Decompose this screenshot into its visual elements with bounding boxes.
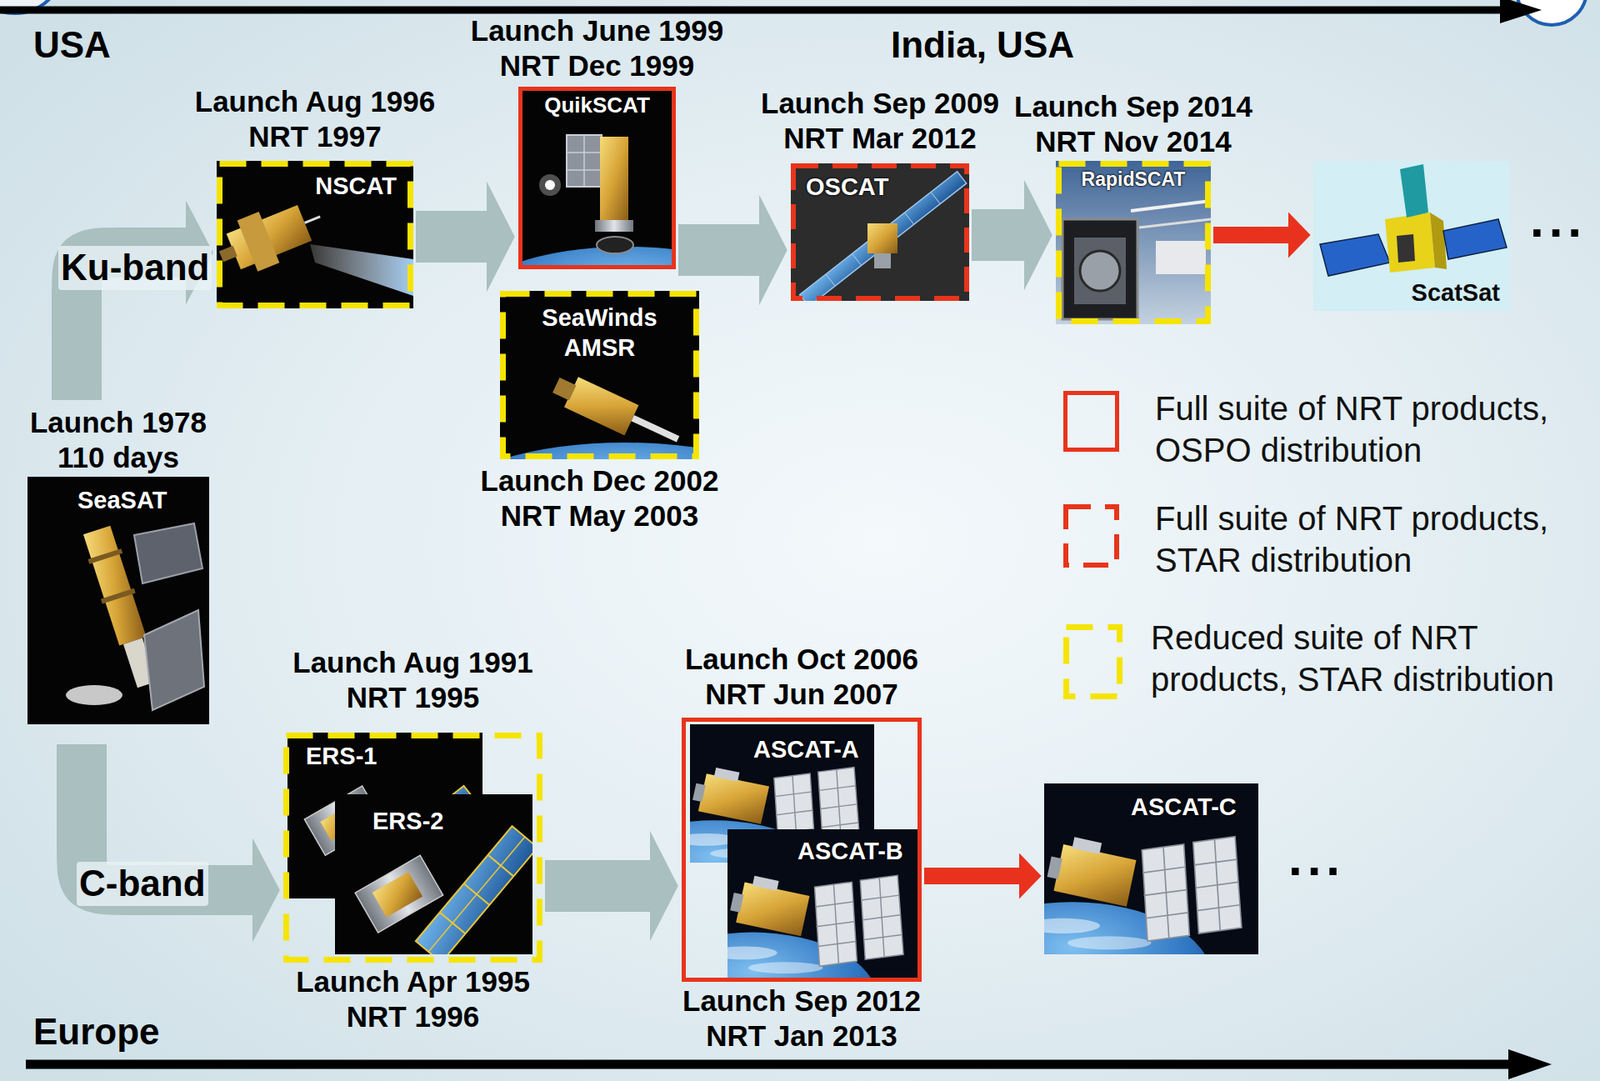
region-label: Europe xyxy=(33,1010,160,1055)
satellite-name: RapidSCAT xyxy=(1055,167,1211,192)
outline-rect xyxy=(503,294,697,457)
legend-swatch xyxy=(1063,624,1123,700)
continuation-dots: ... xyxy=(1530,190,1587,250)
satellite-illustration xyxy=(450,290,800,560)
satellite-box: Launch June 1999 NRT Dec 1999QuikSCAT xyxy=(518,86,676,270)
outline-rect xyxy=(1065,393,1118,450)
launch-date: Launch Oct 2006 NRT Jun 2007 xyxy=(664,641,940,712)
region-label: USA xyxy=(33,23,111,68)
launch-date: Launch 1978 110 days xyxy=(14,405,223,475)
outline-rect xyxy=(220,164,411,306)
legend-swatch xyxy=(1063,390,1120,452)
satellite-name: NSCAT xyxy=(315,170,397,201)
satellite-name: ASCAT-B xyxy=(797,835,904,866)
satellite-box: Launch 1978 110 daysSeaSAT xyxy=(27,476,210,725)
satellite-illustration xyxy=(27,476,210,725)
legend-text: Full suite of NRT products, STAR distrib… xyxy=(1155,497,1572,581)
flow-arrow xyxy=(1213,226,1289,244)
satellite-box: Launch Sep 2009 NRT Mar 2012OSCAT xyxy=(790,163,970,301)
flow-arrow xyxy=(971,209,1025,261)
satellite-box: ERS-2 xyxy=(335,794,533,955)
satellite-name: ScatSat xyxy=(1411,277,1500,308)
satellite-illustration xyxy=(1313,160,1510,311)
flow-arrow xyxy=(415,210,488,263)
flow-arrow xyxy=(678,224,760,276)
launch-date: Launch June 1999 NRT Dec 1999 xyxy=(460,13,735,84)
satellite-box: SeaWinds AMSRLaunch Dec 2002 NRT May 200… xyxy=(500,290,700,460)
satellite-box: ASCAT-B xyxy=(727,829,919,978)
launch-date: Launch Sep 2009 NRT Mar 2012 xyxy=(742,85,1018,156)
mission-group: Launch Oct 2006 NRT Jun 2007Launch Sep 2… xyxy=(681,717,922,982)
satellite-name: ERS-1 xyxy=(305,740,377,771)
launch-date: Launch Aug 1996 NRT 1997 xyxy=(177,84,453,155)
satellite-illustration xyxy=(335,794,538,963)
satellite-name: QuikSCAT xyxy=(518,91,676,120)
satellite-name: ASCAT-C xyxy=(1130,791,1237,822)
legend-text: Reduced suite of NRT products, STAR dist… xyxy=(1150,616,1568,700)
launch-date: Launch Sep 2014 NRT Nov 2014 xyxy=(995,89,1271,160)
outline-rect xyxy=(684,720,920,980)
satellite-illustration xyxy=(1055,160,1211,325)
timeline-arrowhead xyxy=(1500,0,1542,24)
launch-date: Launch Dec 2002 NRT May 2003 xyxy=(462,463,738,534)
satellite-box: ScatSat xyxy=(1313,160,1510,311)
continuation-dots: ... xyxy=(1288,828,1345,889)
satellite-box: Launch Sep 2014 NRT Nov 2014RapidSCAT xyxy=(1055,160,1211,325)
timeline-arrow xyxy=(25,1060,1513,1070)
satellite-name: OSCAT xyxy=(805,171,889,202)
outline-rect xyxy=(286,735,540,960)
satellite-box: ASCAT-C xyxy=(1044,783,1259,955)
launch-date: Launch Aug 1991 NRT 1995 xyxy=(275,645,551,715)
mission-group: Launch Aug 1991 NRT 1995Launch Apr 1995 … xyxy=(283,732,543,963)
satellite-name: SeaWinds AMSR xyxy=(529,302,671,364)
band-label: Ku-band xyxy=(58,245,212,290)
legend-swatch xyxy=(1063,504,1120,568)
timeline-arrowhead xyxy=(1508,1049,1552,1080)
outline-rect xyxy=(1066,627,1120,697)
launch-date: Launch Sep 2012 NRT Jan 2013 xyxy=(664,983,940,1054)
satellite-box: Launch Aug 1996 NRT 1997NSCAT xyxy=(216,160,414,309)
band-label: C-band xyxy=(76,861,209,906)
satellite-illustration xyxy=(790,163,970,307)
satellite-illustration xyxy=(210,160,414,309)
outline-rect xyxy=(1065,506,1117,565)
satellite-illustration xyxy=(932,783,1259,1055)
satellite-name: SeaSAT xyxy=(77,485,167,515)
legend-text: Full suite of NRT products, OSPO distrib… xyxy=(1155,387,1572,471)
satellite-name: ERS-2 xyxy=(372,805,444,836)
flow-arrow xyxy=(545,860,651,912)
timeline-arrow xyxy=(0,6,1505,15)
satellite-name: ASCAT-A xyxy=(753,734,860,765)
flow-arrow xyxy=(924,867,1020,885)
launch-date: Launch Apr 1995 NRT 1996 xyxy=(275,964,551,1035)
region-label: India, USA xyxy=(890,23,1075,68)
outline-rect xyxy=(793,165,967,299)
